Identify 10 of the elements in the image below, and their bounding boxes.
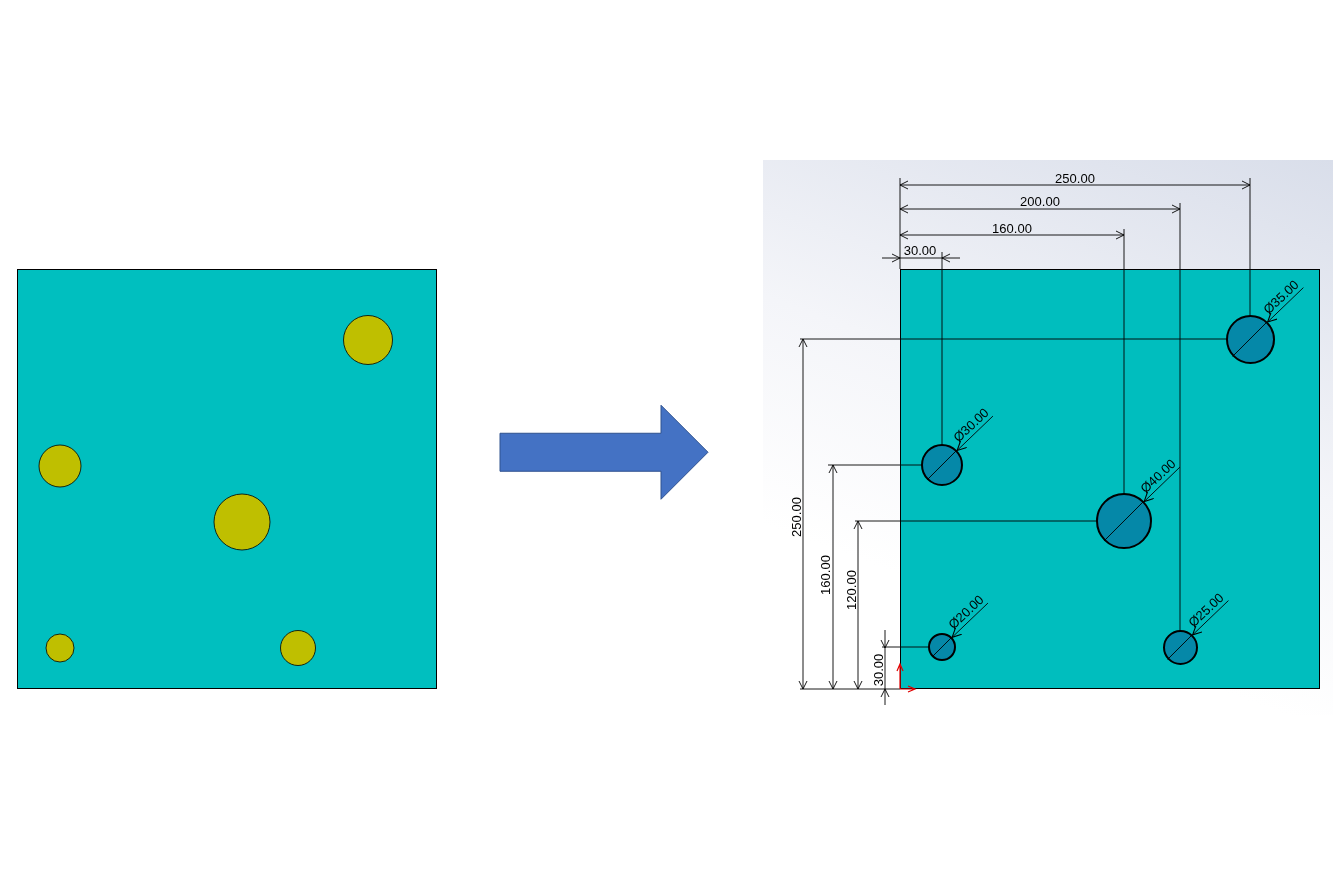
dimension-label: 250.00 — [1055, 171, 1095, 185]
dimension-label: 250.00 — [789, 497, 803, 537]
dimension-label: 200.00 — [1020, 194, 1060, 208]
block-arrow — [499, 404, 709, 500]
dimension-label: 120.00 — [844, 570, 858, 610]
dimension-label: 160.00 — [992, 221, 1032, 235]
dimension-label: 30.00 — [903, 243, 937, 257]
plate-drawing — [17, 269, 437, 689]
dimension-label: 160.00 — [818, 555, 832, 595]
dimension-label: 30.00 — [871, 653, 885, 687]
